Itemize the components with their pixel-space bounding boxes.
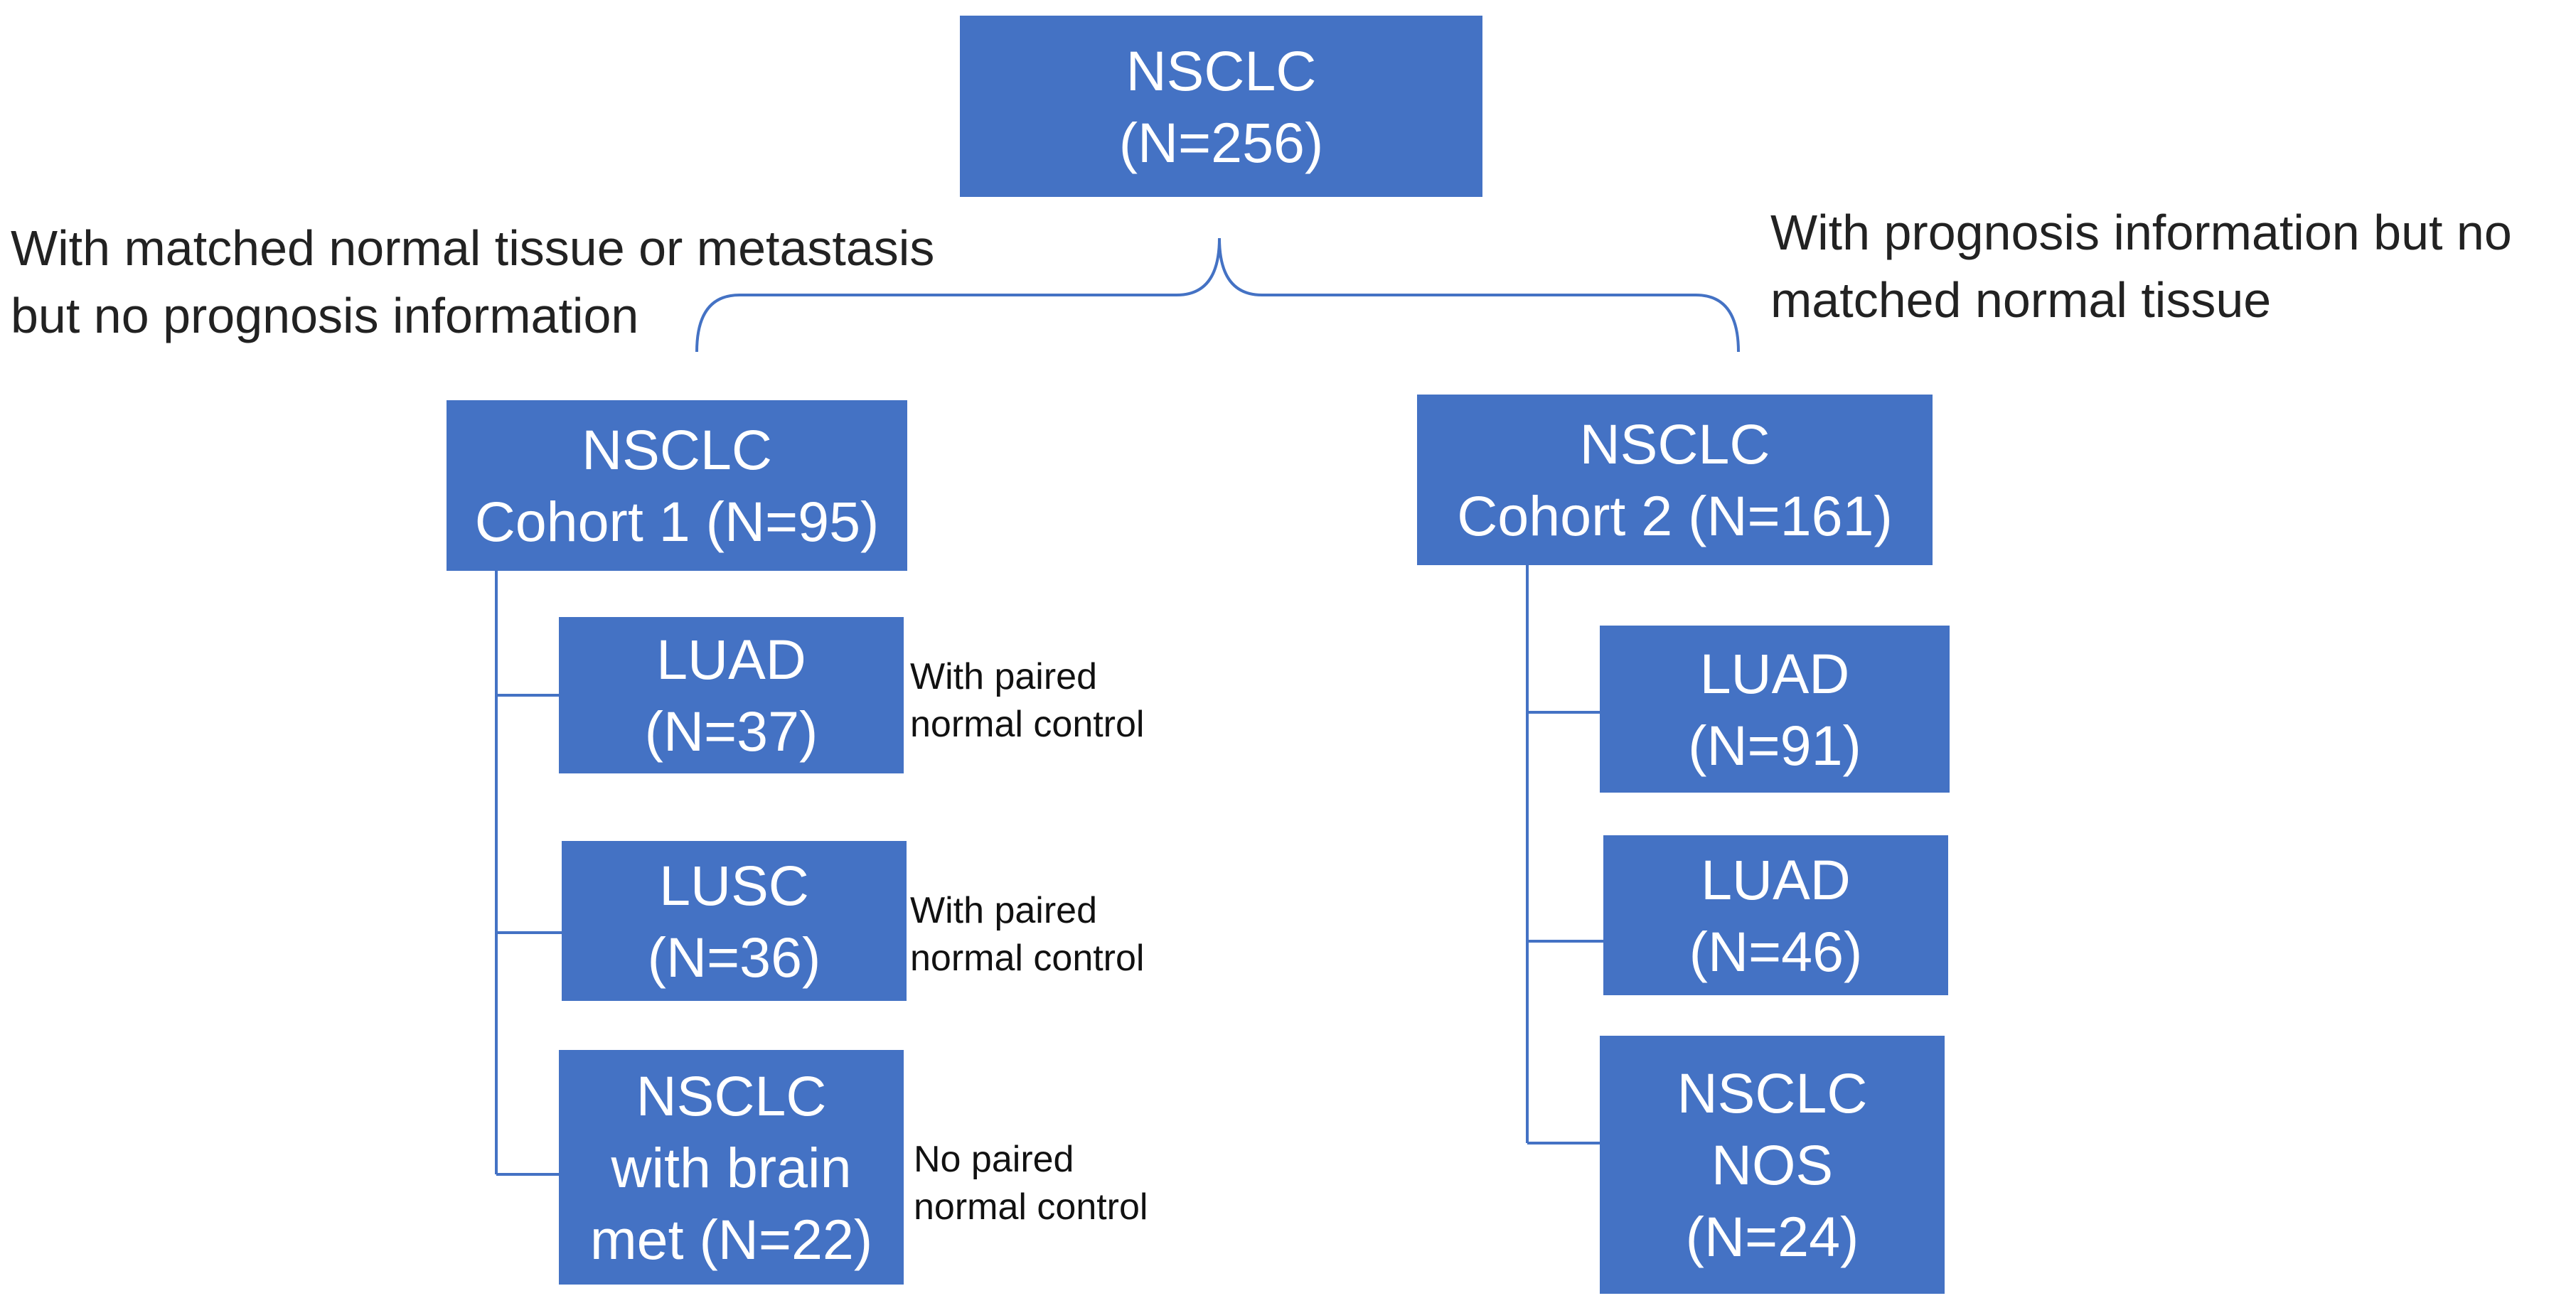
cohort1-luad-line-1: LUAD [656, 628, 806, 691]
root-line-1: NSCLC [1126, 38, 1317, 102]
cohort2-luad-91-node: LUAD (N=91) [1600, 626, 1950, 793]
branch-label-right-line-1: With prognosis information but no [1770, 205, 2512, 260]
cohort1-lusc-note-line-1: With paired [910, 890, 1097, 931]
cohort2-nos-line-1: NSCLC [1677, 1061, 1868, 1125]
cohort2-connectors [1526, 565, 1603, 1144]
root-node: NSCLC (N=256) [960, 16, 1482, 197]
branch-label-left-line-2: but no prognosis information [11, 288, 639, 343]
cohort2-luad-46-line-2: (N=46) [1689, 919, 1863, 983]
branch-label-right: With prognosis information but no matche… [1770, 199, 2512, 334]
cohort1-lusc-line-1: LUSC [659, 853, 809, 917]
cohort1-lusc-line-2: (N=36) [647, 925, 821, 989]
cohort2-luad-46-line-1: LUAD [1701, 847, 1851, 911]
cohort1-brain-met-note-line-1: No paired [914, 1139, 1074, 1180]
cohort1-luad-line-2: (N=37) [644, 699, 818, 763]
branch-label-right-line-2: matched normal tissue [1770, 272, 2272, 328]
cohort2-luad-46-node: LUAD (N=46) [1603, 835, 1948, 995]
cohort1-lusc-node: LUSC (N=36) [562, 841, 907, 1001]
cohort2-luad-91-line-2: (N=91) [1688, 713, 1861, 777]
branch-label-left: With matched normal tissue or metastasis… [11, 215, 934, 350]
cohort2-nos-line-2: NOS [1711, 1133, 1834, 1196]
cohort1-line-2: Cohort 1 (N=95) [474, 490, 880, 553]
cohort1-brain-met-node: NSCLC with brain met (N=22) [559, 1050, 904, 1285]
cohort1-luad-note: With paired normal control [910, 653, 1144, 749]
cohort1-brain-met-note: No paired normal control [914, 1136, 1148, 1231]
cohort1-luad-note-line-2: normal control [910, 704, 1145, 745]
cohort2-nos-node: NSCLC NOS (N=24) [1600, 1036, 1945, 1294]
cohort1-brain-met-line-3: met (N=22) [589, 1207, 873, 1271]
cohort2-line-2: Cohort 2 (N=161) [1457, 484, 1893, 547]
cohort1-brain-met-line-1: NSCLC [636, 1063, 827, 1127]
cohort1-brain-met-note-line-2: normal control [914, 1186, 1148, 1228]
cohort2-nos-line-3: (N=24) [1685, 1205, 1859, 1268]
cohort2-line-1: NSCLC [1579, 412, 1770, 476]
cohort1-brain-met-line-2: with brain [611, 1135, 852, 1199]
cohort2-node: NSCLC Cohort 2 (N=161) [1417, 395, 1933, 565]
branch-label-left-line-1: With matched normal tissue or metastasis [11, 220, 935, 276]
cohort1-lusc-note: With paired normal control [910, 887, 1144, 982]
cohort1-lusc-note-line-2: normal control [910, 938, 1145, 979]
branch-brace [695, 237, 1740, 353]
cohort1-connectors [495, 570, 562, 1176]
cohort1-node: NSCLC Cohort 1 (N=95) [447, 400, 907, 571]
root-line-2: (N=256) [1118, 110, 1324, 174]
cohort1-luad-node: LUAD (N=37) [559, 617, 904, 773]
cohort1-line-1: NSCLC [582, 418, 772, 481]
cohort2-luad-91-line-1: LUAD [1699, 641, 1850, 705]
cohort1-luad-note-line-1: With paired [910, 656, 1097, 697]
